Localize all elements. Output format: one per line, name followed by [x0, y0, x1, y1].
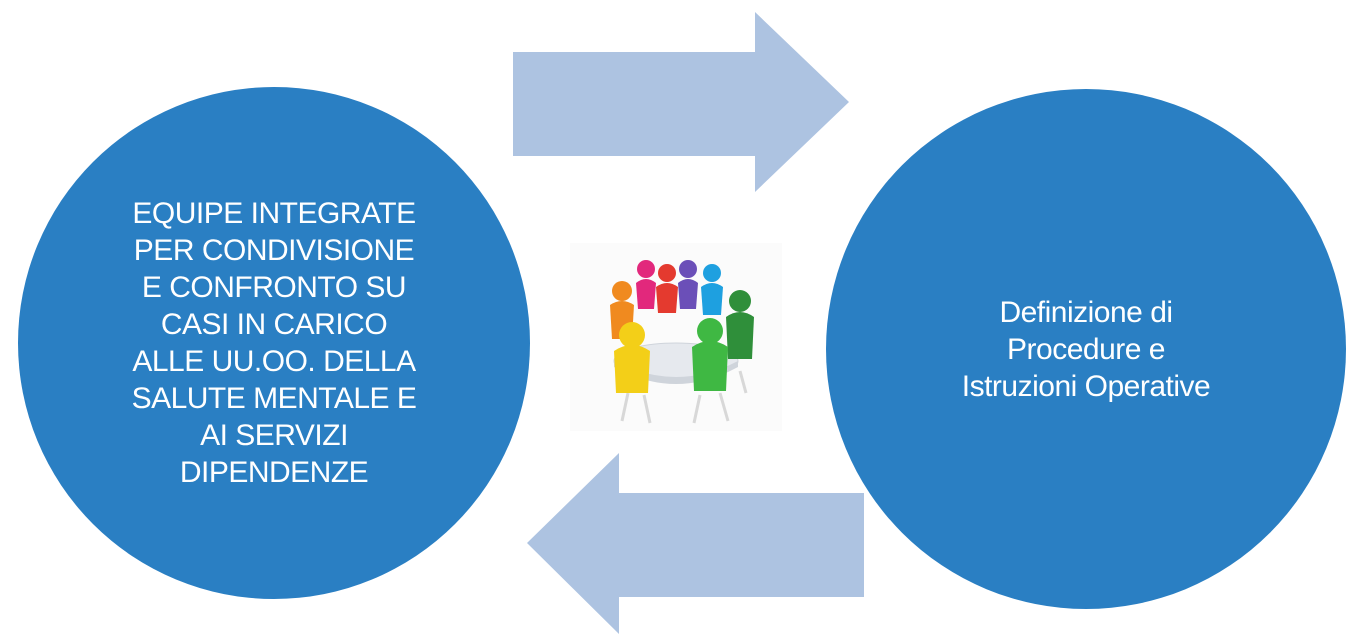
right-node-line: Istruzioni Operative [961, 369, 1211, 403]
left-node-line: ALLE UU.OO. DELLA [132, 345, 416, 378]
right-node-line: Definizione di [999, 295, 1173, 329]
left-node-line: CASI IN CARICO [160, 308, 388, 341]
figure-red [656, 264, 678, 313]
left-node-line: DIPENDENZE [179, 456, 369, 489]
figure-green [692, 318, 728, 391]
figure-purple [678, 260, 698, 309]
left-node-line: E CONFRONTO SU [141, 271, 407, 304]
left-node-text: EQUIPE INTEGRATE PER CONDIVISIONE E CONF… [94, 195, 454, 491]
left-circle-node: EQUIPE INTEGRATE PER CONDIVISIONE E CONF… [18, 87, 530, 599]
figure-darkgreen [726, 290, 754, 359]
left-node-line: PER CONDIVISIONE [133, 234, 415, 267]
figure-blue [701, 264, 723, 315]
right-circle-node: Definizione di Procedure e Istruzioni Op… [826, 89, 1346, 609]
right-node-text: Definizione di Procedure e Istruzioni Op… [886, 294, 1286, 405]
arrow-right [513, 12, 849, 192]
left-node-line: EQUIPE INTEGRATE [132, 197, 416, 230]
figure-yellow [614, 322, 650, 393]
figure-magenta [636, 260, 656, 309]
left-node-line: AI SERVIZI [200, 419, 348, 452]
left-node-line: SALUTE MENTALE E [131, 382, 417, 415]
team-meeting-image [570, 243, 782, 431]
arrow-left [527, 453, 864, 634]
right-node-line: Procedure e [1007, 332, 1165, 366]
